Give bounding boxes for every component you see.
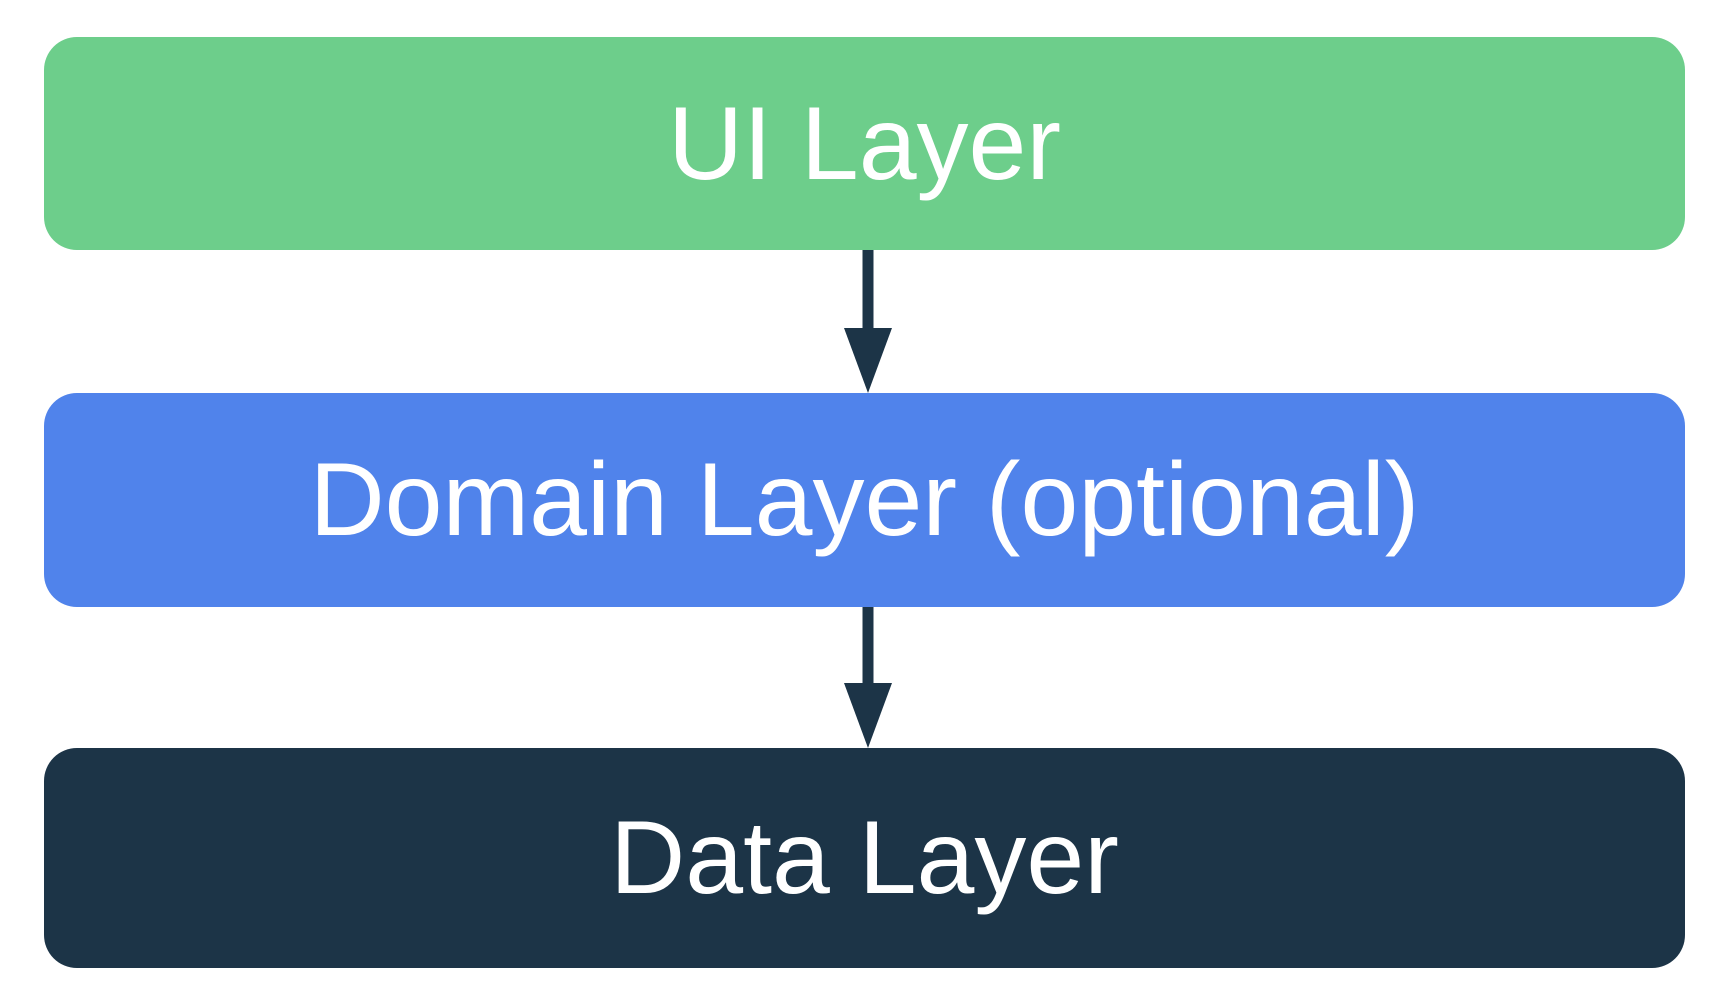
domain-layer-box: Domain Layer (optional) bbox=[44, 393, 1685, 607]
arrow-down-icon bbox=[844, 250, 892, 393]
ui-layer-box: UI Layer bbox=[44, 37, 1685, 250]
ui-layer-label: UI Layer bbox=[667, 85, 1062, 202]
data-layer-label: Data Layer bbox=[610, 800, 1119, 916]
domain-layer-label: Domain Layer (optional) bbox=[309, 442, 1420, 558]
arrow-head bbox=[844, 683, 892, 748]
data-layer-box: Data Layer bbox=[44, 748, 1685, 968]
arrow-stem bbox=[862, 250, 874, 332]
arrow-down-icon bbox=[844, 607, 892, 748]
arrow-head bbox=[844, 328, 892, 393]
arrow-stem bbox=[862, 607, 874, 687]
